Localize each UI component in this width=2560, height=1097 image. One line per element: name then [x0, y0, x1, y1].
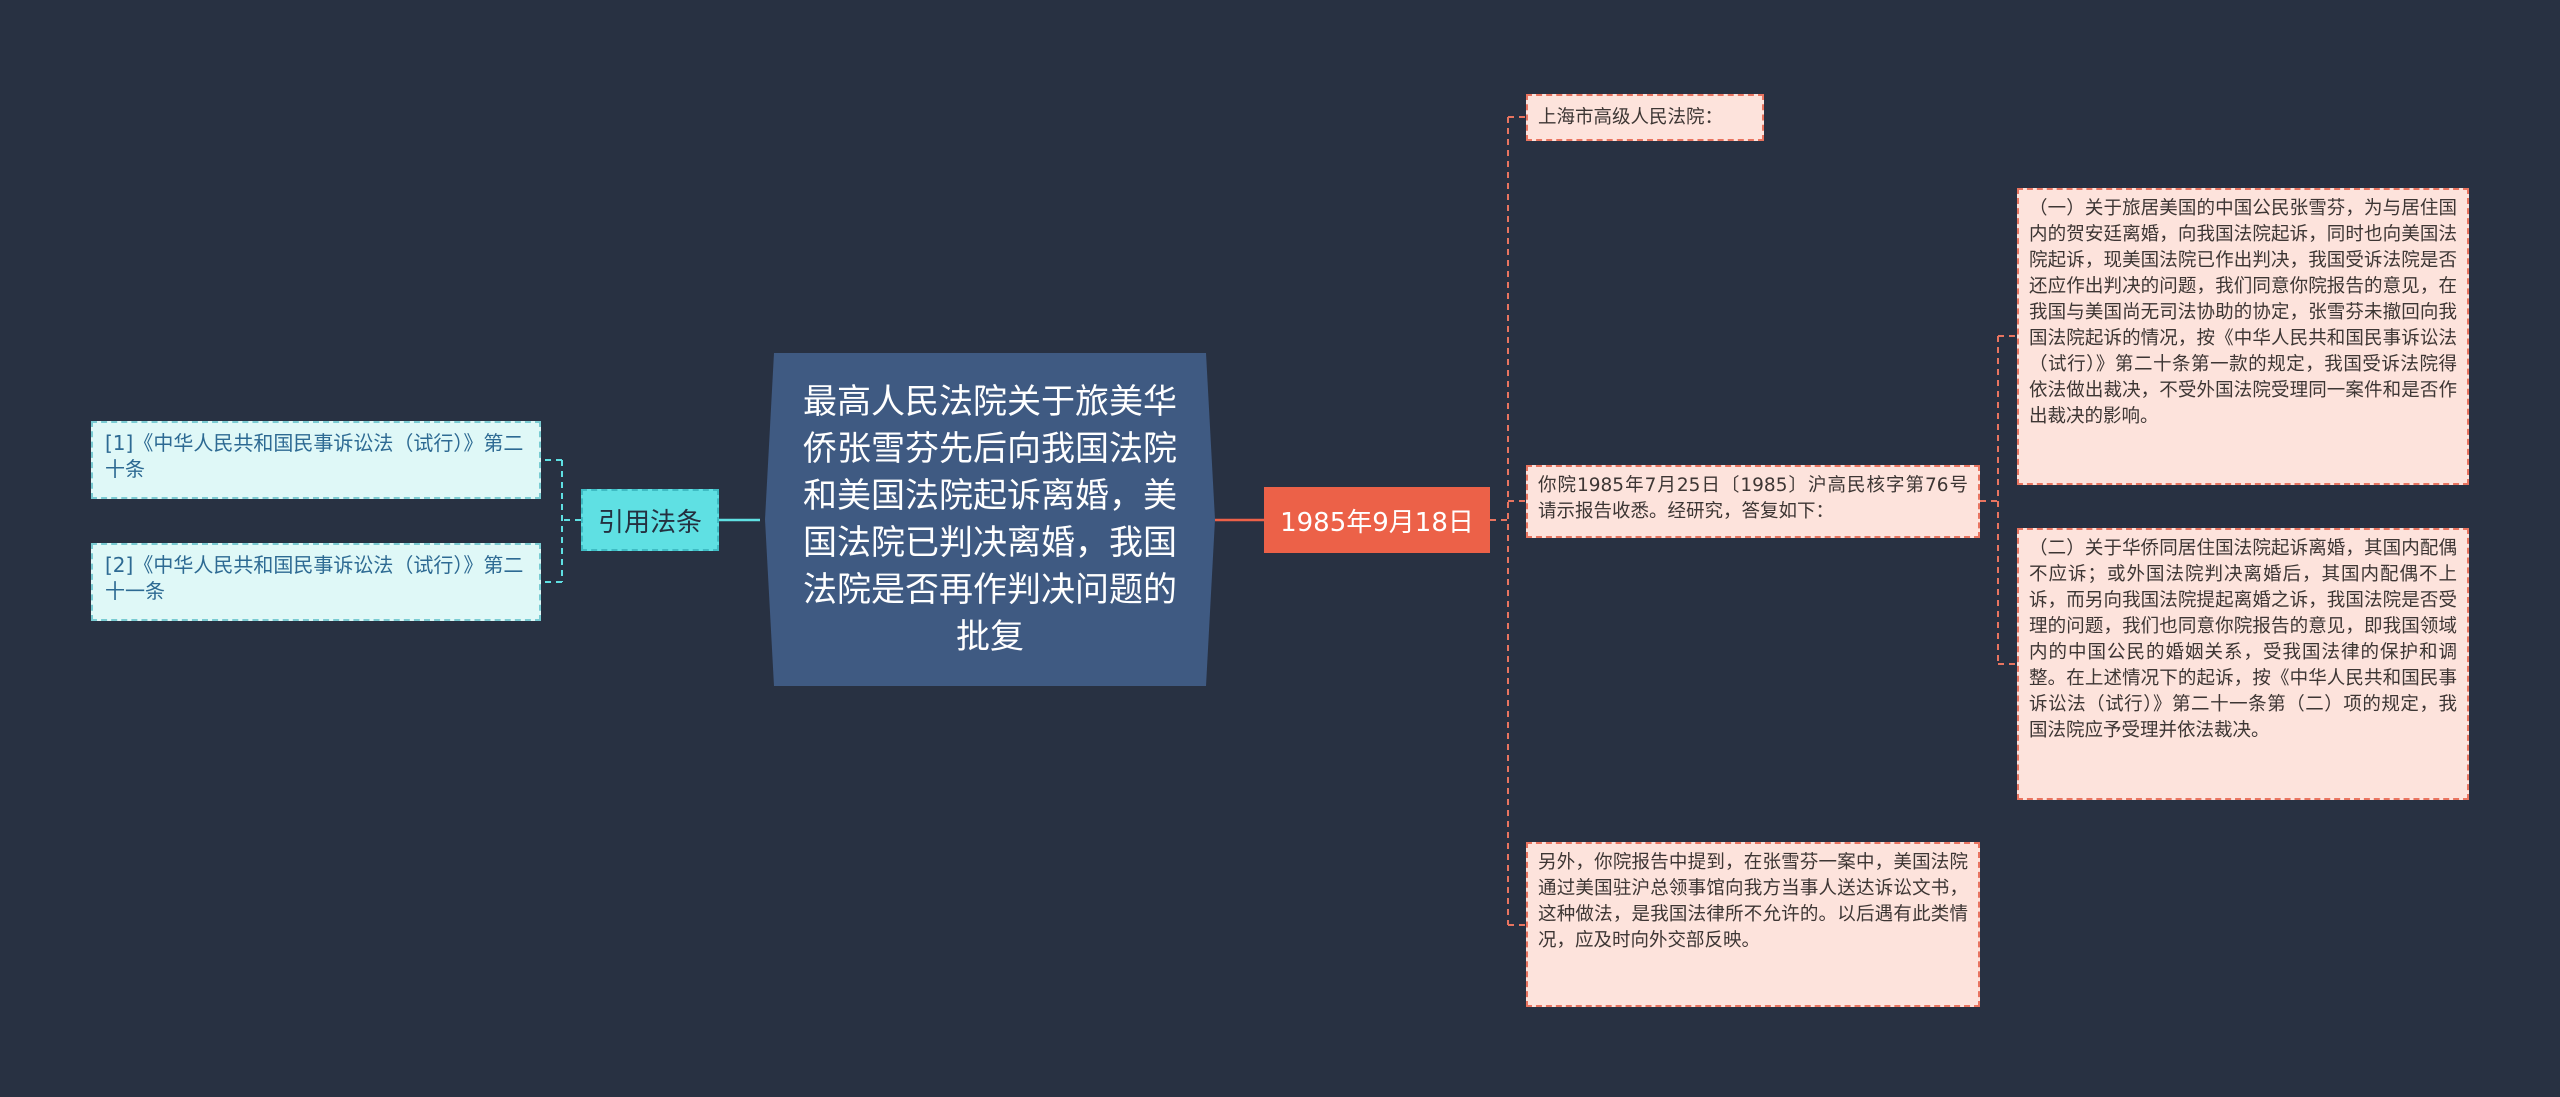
leaf-point-one[interactable]: （一）关于旅居美国的中国公民张雪芬，为与居住国内的贺安廷离婚，向我国法院起诉，同…: [2017, 188, 2469, 485]
center-topic-text: 最高人民法院关于旅美华侨张雪芬先后向我国法院和美国法院起诉离婚，美国法院已判决离…: [803, 381, 1177, 657]
leaf-extra-text: 另外，你院报告中提到，在张雪芬一案中，美国法院通过美国驻沪总领事馆向我方当事人送…: [1538, 852, 1968, 951]
law-item-1[interactable]: [1]《中华人民共和国民事诉讼法（试行）》第二十条: [91, 421, 541, 499]
law-item-2-text: [2]《中华人民共和国民事诉讼法（试行）》第二十一条: [105, 553, 524, 603]
date-text: 1985年9月18日: [1280, 507, 1474, 538]
leaf-extra[interactable]: 另外，你院报告中提到，在张雪芬一案中，美国法院通过美国驻沪总领事馆向我方当事人送…: [1526, 842, 1980, 1007]
leaf-reply[interactable]: 你院1985年7月25日〔1985〕沪高民核字第76号请示报告收悉。经研究，答复…: [1526, 465, 1980, 538]
connector-date-to-leaves: [1490, 116, 1526, 926]
leaf-reply-text: 你院1985年7月25日〔1985〕沪高民核字第76号请示报告收悉。经研究，答复…: [1538, 475, 1968, 522]
leaf-court-text: 上海市高级人民法院：: [1538, 106, 1724, 128]
law-label-text: 引用法条: [597, 507, 702, 538]
connector-law-label-to-laws: [543, 459, 581, 583]
law-label-node[interactable]: 引用法条: [581, 489, 719, 551]
law-item-1-text: [1]《中华人民共和国民事诉讼法（试行）》第二十条: [105, 431, 524, 481]
law-item-2[interactable]: [2]《中华人民共和国民事诉讼法（试行）》第二十一条: [91, 543, 541, 621]
connector-reply-to-points: [1980, 335, 2017, 665]
leaf-point-two[interactable]: （二）关于华侨同居住国法院起诉离婚，其国内配偶不应诉；或外国法院判决离婚后，其国…: [2017, 528, 2469, 800]
center-topic[interactable]: 最高人民法院关于旅美华侨张雪芬先后向我国法院和美国法院起诉离婚，美国法院已判决离…: [765, 353, 1215, 686]
leaf-court[interactable]: 上海市高级人民法院：: [1526, 94, 1764, 141]
leaf-point-one-text: （一）关于旅居美国的中国公民张雪芬，为与居住国内的贺安廷离婚，向我国法院起诉，同…: [2029, 198, 2457, 427]
leaf-point-two-text: （二）关于华侨同居住国法院起诉离婚，其国内配偶不应诉；或外国法院判决离婚后，其国…: [2029, 538, 2457, 741]
date-node[interactable]: 1985年9月18日: [1264, 487, 1490, 553]
